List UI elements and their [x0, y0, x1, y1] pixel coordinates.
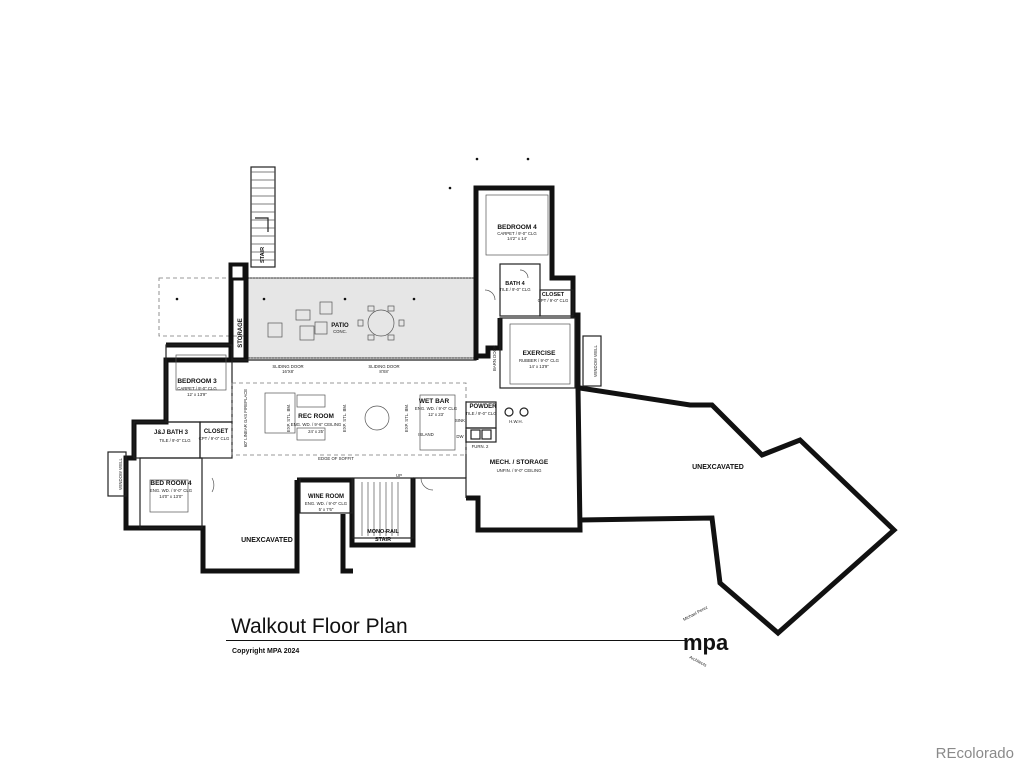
- mech-spec: UNFIN. / 9'-0" CEILING: [497, 468, 543, 473]
- logo-firm-arc: Architects: [689, 654, 708, 667]
- unexcavated-right-label: UNEXCAVATED: [692, 464, 744, 471]
- bedroom4-upper-label: BEDROOM 4: [497, 224, 537, 231]
- rec-room-dims: 24' x 25': [308, 429, 324, 434]
- bedroom4-lower-label: BED ROOM 4: [150, 480, 192, 487]
- bath4-spec: TILE / 9'-0" CLG: [499, 287, 531, 292]
- wet-bar-spec: ENG. WD. / 9'-0" CLG: [415, 406, 458, 411]
- furn-note: FURN. 2: [472, 444, 489, 449]
- mech-label: MECH. / STORAGE: [490, 459, 549, 466]
- dw-note: DW: [456, 434, 464, 439]
- bedroom4-upper-spec: CARPET / 9'-0" CLG: [497, 231, 537, 236]
- jj-bath3-label: J&J BATH 3: [154, 430, 189, 436]
- sliding-door-2-note: SLIDING DOOR: [368, 364, 399, 369]
- exp-beam-3-note: EXP. STL. BM.: [404, 404, 409, 432]
- bedroom4-lower-dims: 14'0" x 13'0": [159, 494, 183, 499]
- up-note: UP: [396, 473, 402, 478]
- mpa-logo: Michael Perez mpa Architects: [682, 605, 729, 668]
- unexcavated-left-label: UNEXCAVATED: [241, 537, 293, 544]
- rec-room-label: REC ROOM: [298, 413, 334, 420]
- bath4-label: BATH 4: [505, 281, 525, 287]
- bedroom4-lower-spec: ENG. WD. / 9'-0" CLG: [150, 488, 193, 493]
- wet-bar-dims: 12' x 23': [428, 412, 444, 417]
- wine-room-label: WINE ROOM: [308, 494, 344, 500]
- hwh-note: H.W.H.: [509, 419, 523, 424]
- bedroom3-dims: 12' x 13'9": [187, 392, 207, 397]
- jj-bath3-spec: TILE / 9'-0" CLG: [159, 438, 191, 443]
- closet-upper-spec: CPT / 9'-0" CLG: [538, 298, 569, 303]
- title-rule: [226, 640, 686, 641]
- plan-notes: SLIDING DOOR 16'X8' SLIDING DOOR 8'X8' E…: [118, 345, 598, 490]
- mono-rail-label: MONO-RAIL: [367, 529, 399, 535]
- sliding-door-2-size: 8'X8': [379, 369, 388, 374]
- barn-door-note: BARN DOOR: [492, 345, 497, 371]
- patio-label: PATIO: [331, 323, 349, 329]
- recolorado-watermark: REcolorado: [935, 745, 1014, 762]
- logo-name-arc: Michael Perez: [682, 605, 708, 622]
- mono-rail-stair-label: STAIR: [375, 537, 391, 543]
- exp-beam-1-note: EXP. STL. BM.: [286, 404, 291, 432]
- powder-label: POWDER: [470, 404, 498, 410]
- sink-note: SINK: [455, 418, 465, 423]
- exp-beam-2-note: EXP. STL. BM.: [342, 404, 347, 432]
- exercise-dims: 14' x 13'9": [529, 364, 549, 369]
- interior-walls: [107, 194, 602, 539]
- logo-mark: mpa: [683, 630, 729, 655]
- storage-label: STORAGE: [238, 318, 244, 348]
- powder-spec: TILE / 9'-0" CLG: [465, 411, 497, 416]
- wet-bar-label: WET BAR: [419, 398, 450, 405]
- island-note: ISLAND: [418, 432, 434, 437]
- upper-stair: [250, 166, 276, 268]
- fireplace-note: 60" LINEAR GAS FIREPLACE: [243, 389, 248, 447]
- closet-left-label: CLOSET: [204, 429, 229, 435]
- sliding-door-1-size: 16'X8': [282, 369, 294, 374]
- closet-upper-label: CLOSET: [542, 292, 565, 298]
- window-well-right-note: WINDOW WELL: [593, 345, 598, 377]
- exercise-label: EXERCISE: [523, 350, 557, 357]
- patio-spec: CONC.: [333, 329, 347, 334]
- patio-posts: [175, 157, 530, 301]
- window-well-left-note: WINDOW WELL: [118, 458, 123, 490]
- exercise-spec: RUBBER / 9'-0" CLG: [519, 358, 560, 363]
- bedroom3-label: BEDROOM 3: [177, 378, 217, 385]
- bedroom3-spec: CARPET / 9'-0" CLG: [177, 386, 217, 391]
- stair-upper-label: STAIR: [260, 247, 266, 263]
- rec-room-spec: ENG. WD. / 9'-6" CEILING: [291, 422, 342, 427]
- patio-furniture: [267, 301, 405, 341]
- copyright-text: Copyright MPA 2024: [232, 648, 300, 655]
- sliding-door-1-note: SLIDING DOOR: [272, 364, 303, 369]
- wine-room-spec: ENG. WD. / 9'-0" CLG: [305, 501, 348, 506]
- wine-room-dims: 5' x 7'6": [319, 507, 334, 512]
- bedroom4-upper-dims: 14'2" x 14': [507, 236, 527, 241]
- edge-of-soffit-note: EDGE OF SOFFIT: [318, 456, 354, 461]
- plan-title: Walkout Floor Plan: [231, 615, 408, 638]
- closet-left-spec: CPT / 9'-0" CLG: [199, 436, 230, 441]
- room-labels: BEDROOM 4 CARPET / 9'-0" CLG 14'2" x 14'…: [150, 224, 744, 544]
